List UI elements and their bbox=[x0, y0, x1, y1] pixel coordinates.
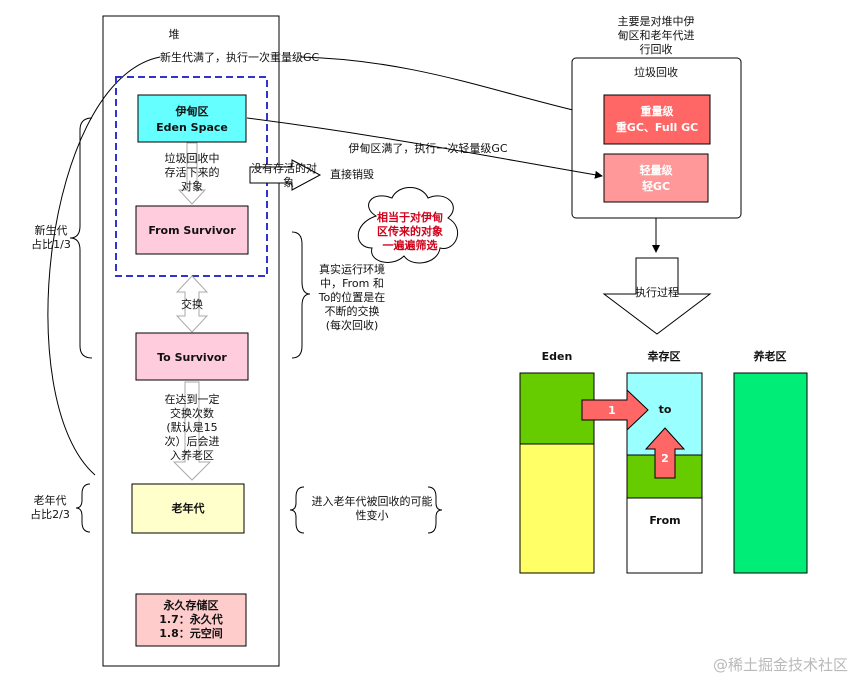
cloud-text-3: 一遍遍筛选 bbox=[383, 238, 438, 252]
heavy-gc-label-1: 重量级 bbox=[641, 104, 675, 118]
cloud-text-1: 相当于对伊甸 bbox=[377, 210, 443, 224]
process-label: 执行过程 bbox=[635, 285, 679, 299]
eden-to-from-arrow bbox=[177, 142, 207, 205]
real-env-text-3: To的位置是在 bbox=[318, 290, 386, 304]
from-survivor-label: From Survivor bbox=[148, 224, 236, 237]
eden-col-title: Eden bbox=[542, 350, 573, 363]
old-gen-brace bbox=[75, 483, 91, 533]
from-survivor-box[interactable] bbox=[135, 205, 249, 255]
old-recycle-brace-right bbox=[427, 486, 443, 534]
eden-col-yellow bbox=[519, 443, 595, 574]
swap-double-arrow bbox=[175, 275, 209, 333]
old-gen-box[interactable] bbox=[131, 483, 245, 534]
to-area-label: to bbox=[659, 403, 672, 416]
step2-arrow bbox=[644, 427, 686, 479]
from-area-label: From bbox=[649, 514, 680, 527]
real-env-text-5: (每次回收) bbox=[326, 318, 379, 332]
young-gen-note-1: 新生代 bbox=[35, 223, 68, 237]
not-survive-text-1: 没有存活的对 bbox=[251, 161, 317, 175]
promote-text-4: 次）后会进 bbox=[165, 434, 220, 448]
old-recycle-brace bbox=[289, 486, 305, 534]
gc-panel-title: 垃圾回收 bbox=[634, 65, 678, 79]
survive-text-1: 垃圾回收中 bbox=[165, 151, 220, 165]
filter-cloud bbox=[357, 187, 459, 264]
young-gen-dashed-area bbox=[115, 76, 268, 277]
old-col-title: 养老区 bbox=[753, 349, 787, 363]
eden-box[interactable] bbox=[137, 94, 247, 143]
eden-label: 伊甸区 bbox=[175, 104, 209, 118]
watermark: @稀土掘金技术社区 bbox=[713, 656, 848, 674]
old-recycle-text-1: 进入老年代被回收的可能 bbox=[312, 494, 433, 508]
real-env-text-1: 真实运行环境 bbox=[319, 262, 385, 276]
promote-text-5: 入养老区 bbox=[170, 448, 214, 462]
heap-title: 堆 bbox=[169, 28, 180, 41]
young-gen-note-2: 占比1/3 bbox=[31, 237, 71, 251]
promote-text-2: 交换次数 bbox=[170, 406, 214, 420]
young-full-gc-label: 新生代满了，执行一次重量级GC bbox=[160, 50, 320, 64]
survive-text-3: 对象 bbox=[181, 179, 203, 193]
heavy-gc-box[interactable] bbox=[603, 94, 711, 145]
heavy-gc-label-2: 重GC、Full GC bbox=[616, 120, 698, 134]
to-survivor-label: To Survivor bbox=[157, 351, 227, 364]
cloud-text-2: 区传来的对象 bbox=[377, 224, 443, 238]
old-gen-label: 老年代 bbox=[171, 501, 205, 515]
step1-label: 1 bbox=[608, 404, 616, 417]
process-big-arrow bbox=[602, 257, 712, 335]
survive-text-2: 存活下来的 bbox=[165, 165, 220, 179]
to-survivor-box[interactable] bbox=[135, 332, 249, 381]
step1-arrow bbox=[581, 388, 649, 432]
perm-storage-box[interactable] bbox=[135, 593, 247, 647]
light-gc-label-2: 轻GC bbox=[642, 179, 670, 193]
young-gen-brace bbox=[69, 117, 93, 359]
light-gc-box[interactable] bbox=[603, 153, 709, 203]
survivor-from-area bbox=[626, 497, 703, 574]
perm-label-2: 1.7：永久代 bbox=[159, 612, 223, 626]
real-env-text-4: 不断的交换 bbox=[325, 304, 380, 318]
real-env-text-2: 中，From 和 bbox=[320, 277, 384, 290]
young-full-gc-arrow bbox=[299, 56, 604, 120]
eden-full-gc-label: 伊甸区满了，执行一次轻量级GC bbox=[348, 141, 508, 155]
old-col bbox=[733, 372, 808, 574]
survivor-swap-brace bbox=[291, 231, 311, 359]
promote-text-3: (默认是15 bbox=[166, 421, 217, 434]
swap-label: 交换 bbox=[181, 297, 203, 311]
destroy-text: 直接销毁 bbox=[330, 167, 374, 181]
perm-label-3: 1.8：元空间 bbox=[159, 626, 223, 640]
survivor-col-title: 幸存区 bbox=[648, 349, 681, 363]
gc-caption-1: 主要是对堆中伊 bbox=[618, 14, 695, 28]
gc-caption-3: 行回收 bbox=[640, 42, 673, 56]
light-gc-label-1: 轻量级 bbox=[640, 163, 674, 177]
eden-full-gc-arrow bbox=[246, 117, 603, 179]
not-survive-text-2: 象 bbox=[283, 176, 294, 189]
old-recycle-text-2: 性变小 bbox=[356, 508, 389, 522]
old-gen-note-1: 老年代 bbox=[34, 493, 67, 507]
promote-text-1: 在达到一定 bbox=[165, 392, 220, 406]
eden-label-en: Eden Space bbox=[156, 121, 228, 134]
perm-label-1: 永久存储区 bbox=[163, 598, 219, 612]
step2-label: 2 bbox=[661, 452, 669, 465]
destroy-arrow bbox=[249, 159, 322, 191]
gc-caption-2: 甸区和老年代进 bbox=[618, 28, 695, 42]
to-old-arrow bbox=[172, 381, 212, 481]
old-gen-note-2: 占比2/3 bbox=[30, 507, 70, 521]
